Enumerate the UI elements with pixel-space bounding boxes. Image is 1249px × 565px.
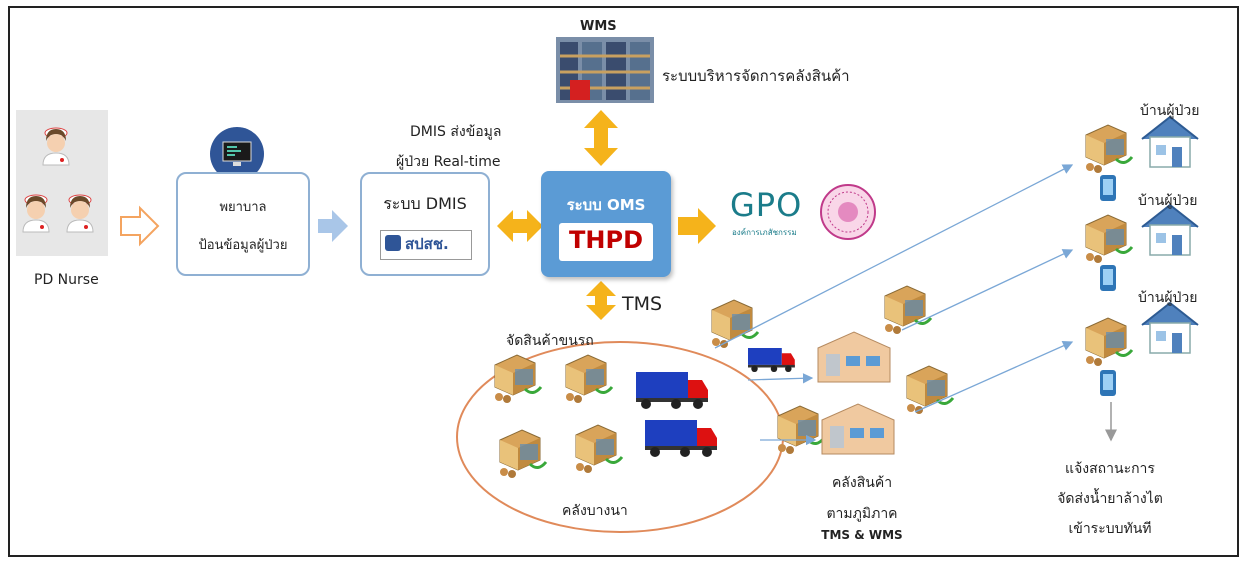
notify-line2: จัดส่งน้ำยาล้างไต — [1057, 491, 1163, 507]
oms-title: ระบบ OMS — [566, 196, 646, 214]
home-label: บ้านผู้ป่วย — [1138, 193, 1198, 209]
parcel-icon — [776, 404, 826, 456]
delivery-flow-lines — [714, 164, 1074, 446]
oms-tms-arrow — [586, 281, 616, 320]
thpd-logo: THPD — [559, 223, 653, 261]
dmis-note-line1: DMIS ส่งข้อมูล — [410, 124, 502, 140]
parcel-icon — [1084, 123, 1134, 175]
notify-line3: เข้าระบบทันที — [1068, 521, 1152, 537]
house-icon — [1141, 204, 1199, 256]
entry-line2: ป้อนข้อมูลผู้ป่วย — [198, 238, 288, 253]
phone-icon — [1100, 265, 1116, 291]
nurse-entry-box: พยาบาล ป้อนข้อมูลผู้ป่วย — [176, 172, 310, 276]
warehouse-icon — [817, 331, 891, 383]
wms-caption: ระบบบริหารจัดการคลังสินค้า — [662, 67, 850, 85]
gpo-sub-text: องค์การเภสัชกรรม — [732, 228, 797, 237]
outline-arrow — [120, 205, 160, 247]
house-icon — [1141, 116, 1199, 168]
wms-oms-arrow — [584, 110, 618, 166]
regional-line2: ตามภูมิภาค — [826, 506, 898, 522]
home-label: บ้านผู้ป่วย — [1138, 290, 1198, 306]
wms-title: WMS — [580, 19, 617, 34]
dmis-note-line2: ผู้ป่วย Real-time — [396, 154, 501, 170]
flow-arrow — [318, 210, 348, 242]
dmis-title: ระบบ DMIS — [383, 194, 467, 213]
entry-line1: พยาบาล — [219, 200, 267, 215]
gpo-logo: GPO องค์การเภสัชกรรม — [728, 186, 814, 237]
dmis-box: ระบบ DMIS สปสช. — [360, 172, 490, 276]
home-label: บ้านผู้ป่วย — [1140, 103, 1200, 119]
nhso-logo-text: สปสช. — [405, 235, 449, 253]
nhso-logo-icon — [385, 235, 401, 251]
parcel-icon — [1084, 213, 1134, 265]
parcel-icon — [1084, 316, 1134, 368]
phone-icon — [1100, 175, 1116, 201]
depot-label: คลังบางนา — [562, 503, 628, 519]
notify-line1: แจ้งสถานะการ — [1065, 461, 1155, 477]
parcel-icon — [710, 298, 760, 350]
thpd-logo-text: THPD — [569, 226, 643, 254]
warehouse-icon — [821, 403, 895, 455]
parcel-icon — [905, 364, 955, 416]
diagram-frame — [8, 6, 1239, 557]
nhso-logo: สปสช. — [380, 230, 472, 260]
warehouse-photo — [556, 37, 654, 103]
gpo-logo-text: GPO — [730, 186, 803, 224]
house-icon — [1141, 302, 1199, 354]
load-label: จัดสินค้าขนรถ — [506, 333, 594, 349]
tms-label: TMS — [622, 293, 663, 315]
regional-line1: คลังสินค้า — [831, 475, 893, 491]
dmis-oms-arrow — [497, 210, 543, 242]
oms-gpo-arrow — [678, 208, 716, 244]
oms-box: ระบบ OMS THPD — [541, 171, 671, 277]
phone-icon — [1100, 370, 1116, 396]
nurse-label: PD Nurse — [34, 272, 99, 288]
regional-line3: TMS & WMS — [821, 528, 903, 542]
gpo-seal-icon — [820, 184, 876, 240]
truck-icon — [748, 348, 795, 373]
